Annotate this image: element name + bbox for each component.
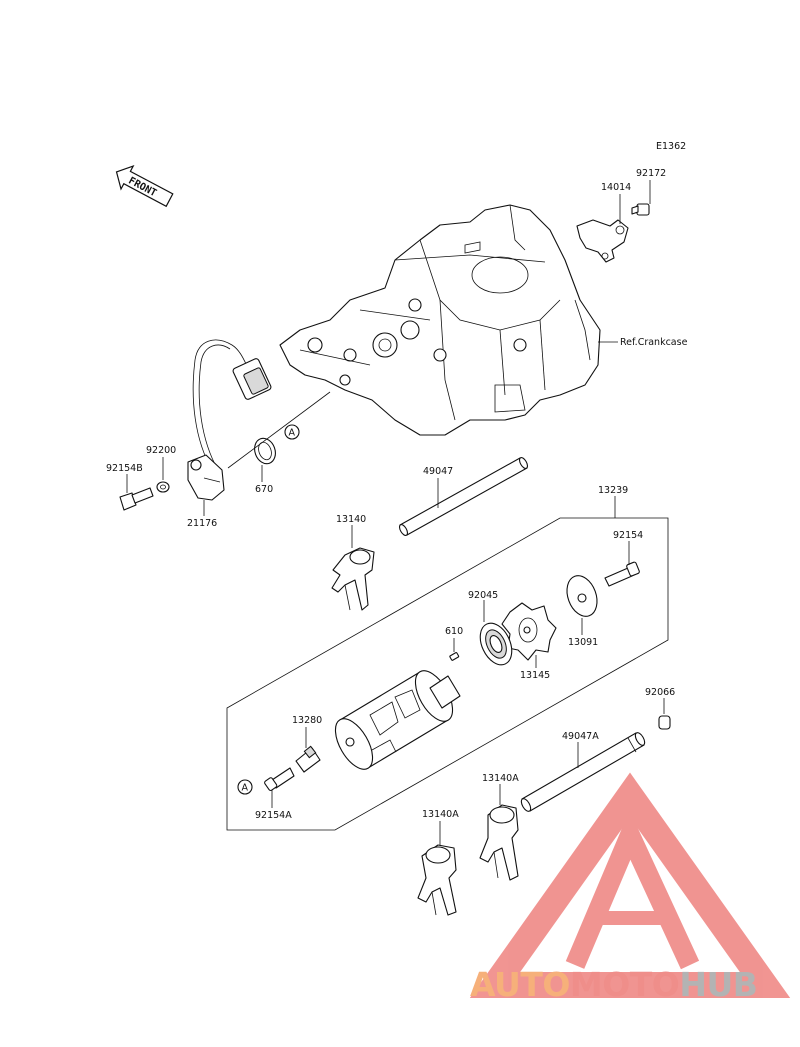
part-label-92172: 92172	[636, 168, 666, 179]
shift-fork-13140a-right	[479, 804, 519, 881]
crankcase	[279, 204, 601, 436]
shift-fork-13140	[331, 547, 375, 611]
bracket-14014	[576, 219, 629, 263]
bearing-92045	[479, 622, 513, 666]
pin-13280	[295, 745, 321, 773]
front-arrow-icon: FRONT	[115, 164, 174, 208]
assembly-box-13239	[226, 517, 669, 831]
watermark-logo	[469, 772, 791, 998]
diagram-code: E1362	[656, 141, 686, 152]
watermark-text: AUTOMOTOHUB	[470, 965, 757, 1004]
part-label-670: 670	[255, 484, 273, 495]
bolt-92154	[604, 561, 640, 587]
part-label-610: 610	[445, 626, 463, 637]
part-label-13239: 13239	[598, 485, 628, 496]
callout-a-bottom-letter: A	[242, 783, 249, 794]
plate-13091	[566, 575, 598, 617]
part-label-13140: 13140	[336, 514, 366, 525]
part-label-21176: 21176	[187, 518, 217, 529]
part-label-92045: 92045	[468, 590, 498, 601]
bolt-92154b	[119, 487, 154, 511]
shaft-49047	[398, 457, 529, 536]
part-label-49047a: 49047A	[562, 731, 599, 742]
callout-a-top	[284, 424, 300, 440]
part-label-92154: 92154	[613, 530, 643, 541]
cap-92066	[658, 715, 671, 730]
sensor-21176	[187, 339, 272, 501]
callout-a-bottom	[237, 779, 253, 795]
part-label-92200: 92200	[146, 445, 176, 456]
bolt-92172	[631, 203, 650, 216]
part-label-92066: 92066	[645, 687, 675, 698]
part-label-92154b: 92154B	[106, 463, 143, 474]
part-label-14014: 14014	[601, 182, 631, 193]
pin-610	[449, 652, 460, 661]
part-label-13140a-right: 13140A	[482, 773, 519, 784]
part-label-13280: 13280	[292, 715, 322, 726]
callout-a-top-letter: A	[289, 428, 296, 439]
shift-drum	[334, 670, 461, 770]
part-label-13140a-left: 13140A	[422, 809, 459, 820]
ref-crankcase-label: Ref.Crankcase	[620, 337, 688, 348]
shaft-49047a	[520, 732, 646, 812]
bolt-92154a	[264, 767, 295, 791]
washer-92200	[156, 481, 170, 493]
shift-fork-13140a-left	[417, 844, 457, 916]
part-label-13091: 13091	[568, 637, 598, 648]
part-label-92154a: 92154A	[255, 810, 292, 821]
part-label-13145: 13145	[520, 670, 550, 681]
part-label-49047: 49047	[423, 466, 453, 477]
